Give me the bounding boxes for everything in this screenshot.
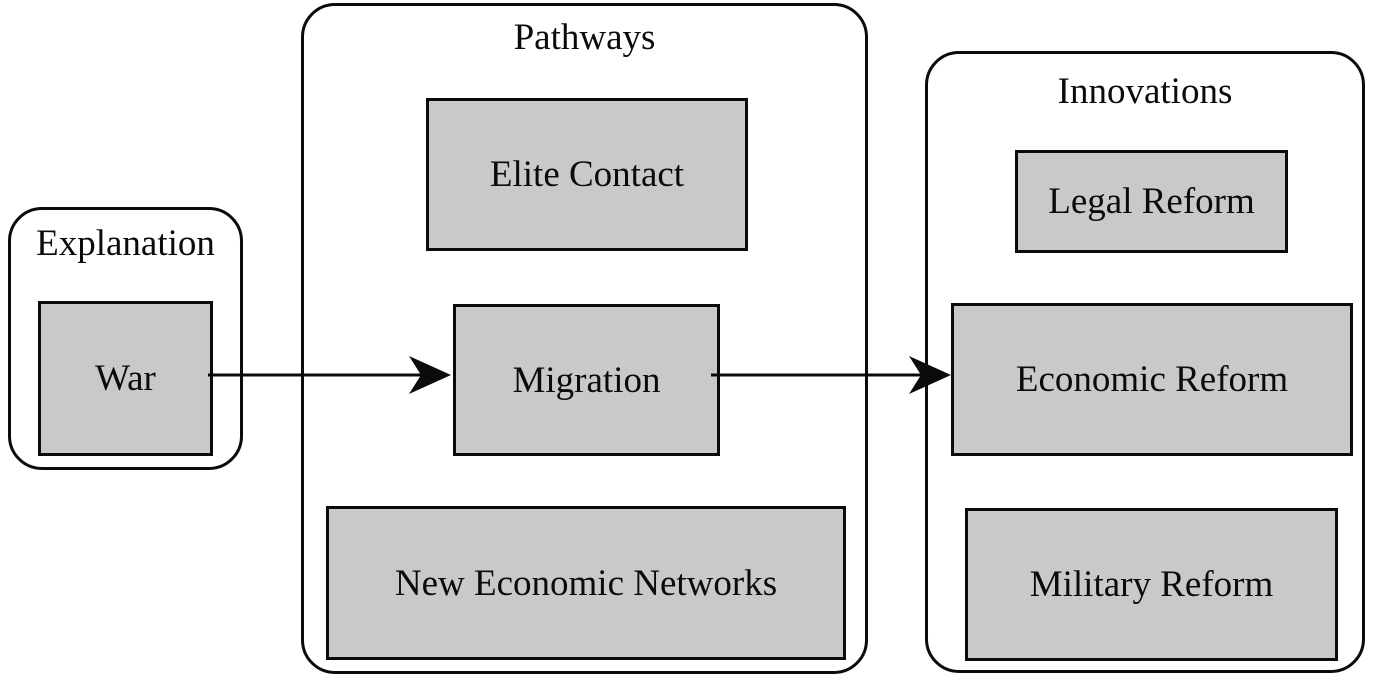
node-legal-reform-label: Legal Reform — [1048, 181, 1255, 222]
node-military-reform-label: Military Reform — [1029, 564, 1274, 605]
node-economic-reform: Economic Reform — [951, 303, 1353, 456]
node-economic-reform-label: Economic Reform — [1015, 359, 1289, 400]
group-explanation-label: Explanation — [36, 223, 215, 264]
arrow-war-to-migration — [208, 356, 451, 394]
node-legal-reform: Legal Reform — [1015, 150, 1288, 253]
node-migration-label: Migration — [512, 359, 661, 401]
group-innovations-label: Innovations — [1057, 71, 1233, 112]
node-military-reform: Military Reform — [965, 508, 1338, 661]
node-migration: Migration — [453, 304, 720, 456]
node-war-label: War — [95, 358, 156, 399]
arrow-migration-to-economic-reform — [711, 356, 951, 394]
node-elite-contact: Elite Contact — [426, 98, 748, 251]
group-pathways: Pathways Elite Contact Migration New Eco… — [301, 3, 868, 674]
node-war: War — [38, 301, 213, 456]
node-new-economic-networks-label: New Economic Networks — [394, 562, 778, 604]
node-elite-contact-label: Elite Contact — [489, 154, 685, 195]
group-explanation: Explanation War — [8, 207, 243, 470]
group-pathways-label: Pathways — [513, 17, 656, 58]
group-innovations: Innovations Legal Reform Economic Reform… — [925, 51, 1365, 673]
node-new-economic-networks: New Economic Networks — [326, 506, 846, 660]
